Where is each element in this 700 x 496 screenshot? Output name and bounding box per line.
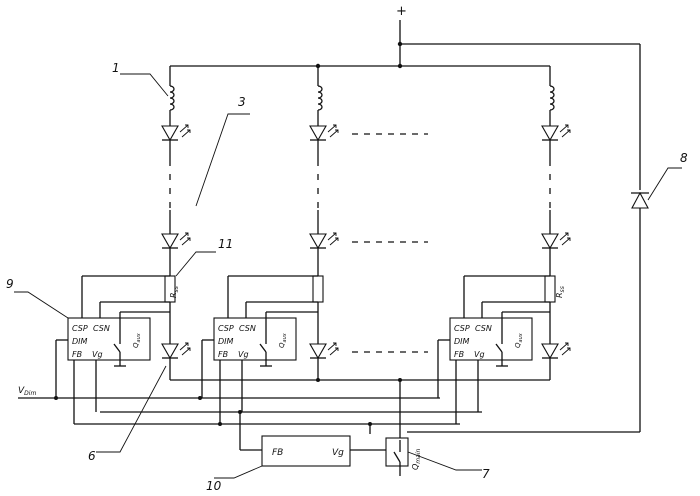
pin-label-ctrl_csn: CSN: [475, 324, 492, 333]
freewheel-diode-8: [407, 44, 649, 432]
pin-label-ctrl_fb: FB: [218, 350, 228, 359]
led-top-2: [310, 125, 338, 140]
box10-vg-label: Vg: [332, 448, 344, 458]
callout-leader-10: [214, 466, 262, 478]
v-dim-label: VDim: [18, 386, 36, 397]
callout-leader-11: [176, 252, 216, 276]
led-top-1: [162, 125, 190, 140]
q-main-switch-7: Qmain: [386, 438, 422, 476]
callout-label-9: 9: [6, 277, 14, 291]
controller-box-10: FB Vg: [240, 412, 388, 466]
callout-leader-9: [14, 292, 68, 318]
rss-resistor-3: [545, 276, 555, 302]
led-bottom-2: [310, 343, 338, 358]
rss-label: Rss: [555, 286, 566, 298]
pin-label-ctrl_fb: FB: [72, 350, 82, 359]
pin-label-ctrl_csn: CSN: [93, 324, 110, 333]
ellipsis-dots: [352, 134, 428, 352]
led-mid-2: [310, 233, 338, 248]
led-string-2: [310, 66, 338, 380]
led-bottom-3: [542, 343, 570, 358]
pin-label-ctrl_csn: CSN: [239, 324, 256, 333]
pin-label-ctrl_dim: DIM: [454, 337, 470, 346]
led-mid-3: [542, 233, 570, 248]
callout-leader-1: [120, 74, 168, 96]
pin-label-ctrl_csp: CSP: [454, 324, 470, 333]
led-top-3: [542, 125, 570, 140]
pin-label-ctrl_vg: Vg: [92, 350, 103, 359]
pin-label-ctrl_vg: Vg: [238, 350, 249, 359]
power-rail: +: [170, 4, 640, 68]
callout-leader-8: [648, 168, 682, 200]
callout-label-1: 1: [112, 61, 120, 75]
led-string-3: [542, 66, 570, 380]
controller-3: CSPCSNDIMFBVgQaux: [438, 276, 550, 424]
callout-label-10: 10: [206, 479, 222, 493]
pin-label-ctrl_vg: Vg: [474, 350, 485, 359]
callout-label-7: 7: [482, 467, 490, 481]
callout-label-8: 8: [680, 151, 688, 165]
callouts: 1311961078: [6, 61, 688, 493]
controller-1: CSPCSNDIMFBVgQaux: [56, 276, 170, 424]
q-main-label: Qmain: [411, 449, 422, 470]
bottom-bus: [18, 378, 550, 440]
controller-2: CSPCSNDIMFBVgQaux: [202, 276, 318, 424]
pin-label-ctrl_csp: CSP: [218, 324, 234, 333]
callout-label-3: 3: [238, 95, 246, 109]
box10-fb-label: FB: [272, 448, 283, 458]
pin-label-ctrl_dim: DIM: [218, 337, 234, 346]
callout-label-11: 11: [218, 237, 233, 251]
plus-label: +: [396, 4, 407, 19]
pin-label-ctrl_fb: FB: [454, 350, 464, 359]
inductor-3: [550, 86, 554, 110]
callout-leader-3: [196, 114, 250, 206]
callout-label-6: 6: [88, 449, 96, 463]
controllers: CSPCSNDIMFBVgQauxCSPCSNDIMFBVgQauxCSPCSN…: [56, 276, 550, 424]
pin-label-ctrl_dim: DIM: [72, 337, 88, 346]
callout-leader-6: [96, 366, 166, 452]
inductor-2: [318, 86, 322, 110]
led-string-1: [162, 66, 190, 380]
rss-resistor-2: [313, 276, 323, 302]
pin-label-ctrl_csp: CSP: [72, 324, 88, 333]
led-bottom-1: [162, 343, 190, 358]
led-mid-1: [162, 233, 190, 248]
inductor-1: [170, 86, 174, 110]
